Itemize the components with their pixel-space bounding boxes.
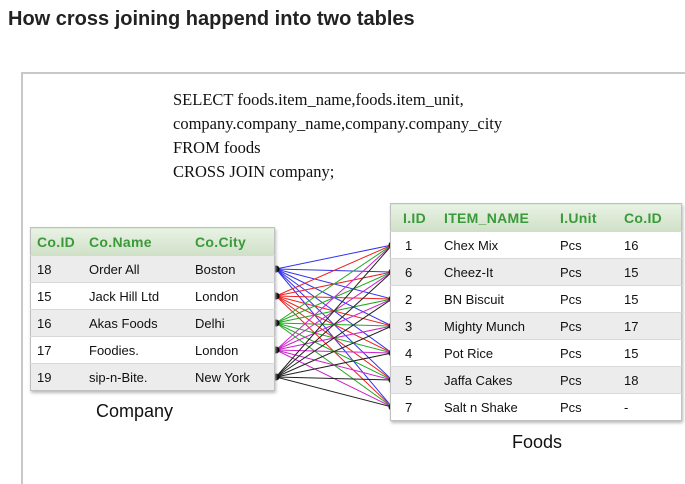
column-header: I.Unit xyxy=(554,203,618,232)
table-row: 19 sip-n-Bite. New York xyxy=(30,363,275,391)
foods-table: I.ID ITEM_NAME I.Unit Co.ID 1 Chex Mix P… xyxy=(390,203,682,421)
join-line xyxy=(275,325,393,378)
cross-join-lines xyxy=(272,241,396,411)
join-line xyxy=(275,244,393,378)
table-cell: 3 xyxy=(390,312,438,340)
table-cell: 15 xyxy=(30,282,83,310)
table-row: 2 BN Biscuit Pcs 15 xyxy=(390,285,682,313)
table-cell: 19 xyxy=(30,363,83,391)
table-row: 5 Jaffa Cakes Pcs 18 xyxy=(390,366,682,394)
column-header: Co.Name xyxy=(83,227,189,256)
table-cell: New York xyxy=(189,363,275,391)
table-cell: 7 xyxy=(390,393,438,421)
table-cell: - xyxy=(618,393,682,421)
join-line xyxy=(275,298,393,378)
page-title: How cross joining happend into two table… xyxy=(8,8,415,30)
company-table: Co.ID Co.Name Co.City 18 Order All Bosto… xyxy=(30,227,275,391)
join-line xyxy=(275,244,393,297)
column-header: I.ID xyxy=(390,203,438,232)
table-cell: 15 xyxy=(618,339,682,367)
table-cell: Cheez-It xyxy=(438,258,554,286)
table-row: 4 Pot Rice Pcs 15 xyxy=(390,339,682,367)
table-cell: Pcs xyxy=(554,231,618,259)
table-cell: Pcs xyxy=(554,393,618,421)
table-row: 7 Salt n Shake Pcs - xyxy=(390,393,682,421)
table-cell: 2 xyxy=(390,285,438,313)
table-row: 18 Order All Boston xyxy=(30,255,275,283)
column-header: Co.City xyxy=(189,227,275,256)
table-cell: Pcs xyxy=(554,285,618,313)
join-line xyxy=(275,244,393,351)
table-cell: Pcs xyxy=(554,258,618,286)
table-cell: Mighty Munch xyxy=(438,312,554,340)
table-cell: London xyxy=(189,282,275,310)
join-line xyxy=(275,376,393,381)
table-cell: 18 xyxy=(30,255,83,283)
table-cell: Pot Rice xyxy=(438,339,554,367)
join-line xyxy=(275,352,393,378)
sql-query: SELECT foods.item_name,foods.item_unit, … xyxy=(173,88,502,184)
column-header: Co.ID xyxy=(30,227,83,256)
table-cell: Foodies. xyxy=(83,336,189,364)
foods-caption: Foods xyxy=(512,432,563,452)
join-line xyxy=(275,376,393,408)
table-row: 16 Akas Foods Delhi xyxy=(30,309,275,337)
sql-line: CROSS JOIN company; xyxy=(173,162,335,181)
table-row: 3 Mighty Munch Pcs 17 xyxy=(390,312,682,340)
table-cell: Chex Mix xyxy=(438,231,554,259)
table-cell: Boston xyxy=(189,255,275,283)
table-cell: 6 xyxy=(390,258,438,286)
company-caption: Company xyxy=(96,401,174,421)
table-cell: Pcs xyxy=(554,312,618,340)
table-row: 1 Chex Mix Pcs 16 xyxy=(390,231,682,259)
table-cell: 15 xyxy=(618,285,682,313)
join-line xyxy=(275,244,393,324)
table-cell: BN Biscuit xyxy=(438,285,554,313)
table-cell: London xyxy=(189,336,275,364)
table-header-row: I.ID ITEM_NAME I.Unit Co.ID xyxy=(390,203,682,232)
sql-line: FROM foods xyxy=(173,138,261,157)
table-cell: 15 xyxy=(618,258,682,286)
table-cell: Jack Hill Ltd xyxy=(83,282,189,310)
table-cell: Pcs xyxy=(554,366,618,394)
table-cell: 1 xyxy=(390,231,438,259)
join-line xyxy=(275,271,393,378)
sql-line: company.company_name,company.company_cit… xyxy=(173,114,503,133)
table-cell: 16 xyxy=(618,231,682,259)
table-row: 17 Foodies. London xyxy=(30,336,275,364)
table-cell: Jaffa Cakes xyxy=(438,366,554,394)
table-row: 6 Cheez-It Pcs 15 xyxy=(390,258,682,286)
table-row: 15 Jack Hill Ltd London xyxy=(30,282,275,310)
table-cell: 17 xyxy=(618,312,682,340)
table-cell: 5 xyxy=(390,366,438,394)
column-header: Co.ID xyxy=(618,203,682,232)
join-line xyxy=(275,244,393,270)
table-cell: Delhi xyxy=(189,309,275,337)
table-cell: sip-n-Bite. xyxy=(83,363,189,391)
table-cell: 17 xyxy=(30,336,83,364)
sql-line: SELECT foods.item_name,foods.item_unit, xyxy=(173,90,464,109)
table-cell: Salt n Shake xyxy=(438,393,554,421)
table-cell: 18 xyxy=(618,366,682,394)
table-cell: Order All xyxy=(83,255,189,283)
table-cell: 16 xyxy=(30,309,83,337)
table-cell: 4 xyxy=(390,339,438,367)
table-cell: Pcs xyxy=(554,339,618,367)
column-header: ITEM_NAME xyxy=(438,203,554,232)
table-cell: Akas Foods xyxy=(83,309,189,337)
table-header-row: Co.ID Co.Name Co.City xyxy=(30,227,275,256)
